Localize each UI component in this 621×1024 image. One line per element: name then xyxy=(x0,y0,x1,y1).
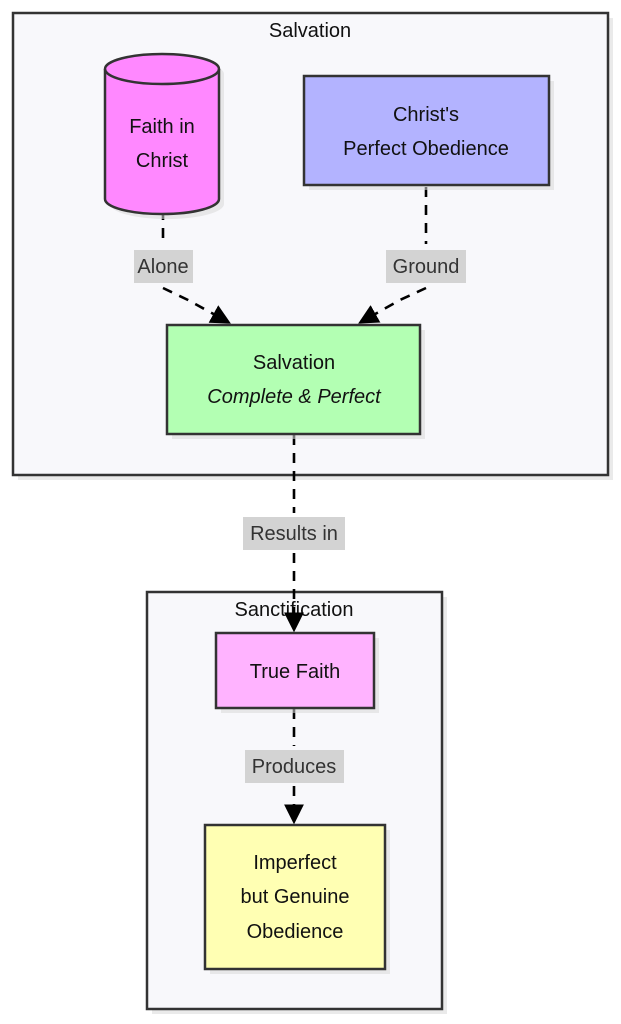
edge-produces-label-bg xyxy=(245,750,344,783)
edge-produces-label: Produces xyxy=(252,756,337,778)
node-salvation-line2: Complete & Perfect xyxy=(207,386,382,408)
node-faith-in-christ[interactable]: Faith in Christ xyxy=(103,52,224,219)
edge-ground-line xyxy=(361,187,428,322)
cluster-salvation-label: Salvation xyxy=(269,20,351,42)
node-true-faith-line1: True Faith xyxy=(250,661,340,683)
node-christs-perfect-obedience[interactable]: Christ's Perfect Obedience xyxy=(302,74,554,190)
edge-produces: Produces xyxy=(245,709,344,821)
node-imperfect-obedience-line3: Obedience xyxy=(247,921,344,943)
node-salvation[interactable]: Salvation Complete & Perfect xyxy=(165,323,425,439)
edge-alone-label: Alone xyxy=(137,256,188,278)
node-imperfect-obedience[interactable]: Imperfect but Genuine Obedience xyxy=(203,823,390,974)
node-imperfect-obedience-line1: Imperfect xyxy=(253,852,337,874)
node-true-faith[interactable]: True Faith xyxy=(214,631,379,713)
node-imperfect-obedience-line2: but Genuine xyxy=(241,886,350,908)
edge-results-in: Results in xyxy=(243,435,345,629)
edge-ground: Ground xyxy=(361,187,466,322)
node-faith-in-christ-line2: Christ xyxy=(136,150,189,172)
edge-results-in-label-bg xyxy=(243,517,345,550)
node-faith-in-christ-line1: Faith in xyxy=(129,116,195,138)
node-salvation-line1: Salvation xyxy=(253,352,335,374)
node-christs-perfect-obedience-line2: Perfect Obedience xyxy=(343,138,509,160)
edge-ground-label: Ground xyxy=(393,256,460,278)
edge-ground-label-bg xyxy=(386,250,466,283)
edge-results-in-label: Results in xyxy=(250,523,338,545)
edge-alone-label-bg xyxy=(134,250,193,283)
node-christs-perfect-obedience-line1: Christ's xyxy=(393,104,459,126)
